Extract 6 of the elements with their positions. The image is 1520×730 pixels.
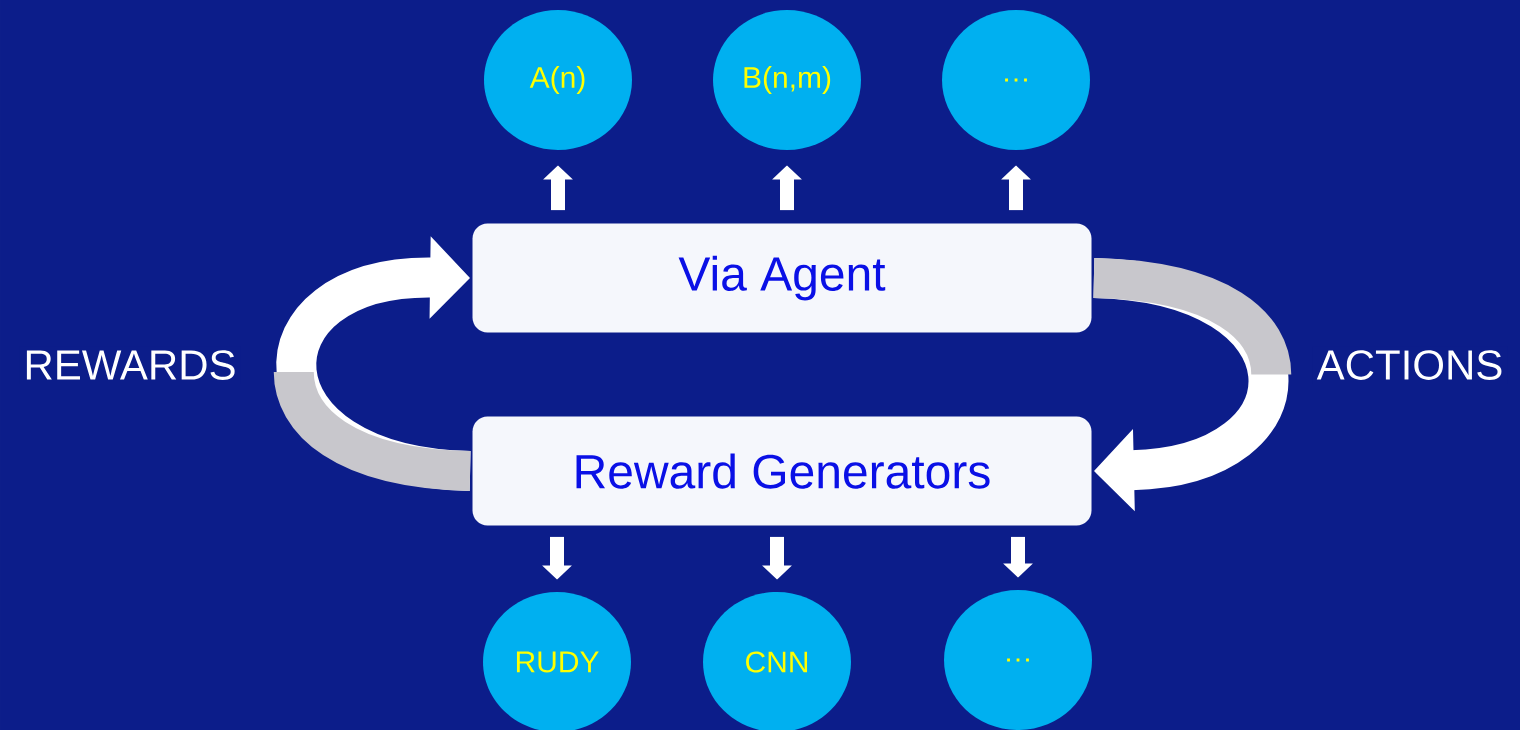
edge-label: REWARDS (19, 346, 241, 384)
edge-label: ACTIONS (1312, 346, 1508, 384)
curved-arrow (273, 236, 472, 491)
curved-arrow (1092, 258, 1292, 512)
process-box: Reward Generators (472, 416, 1092, 526)
process-box: Via Agent (472, 223, 1092, 333)
